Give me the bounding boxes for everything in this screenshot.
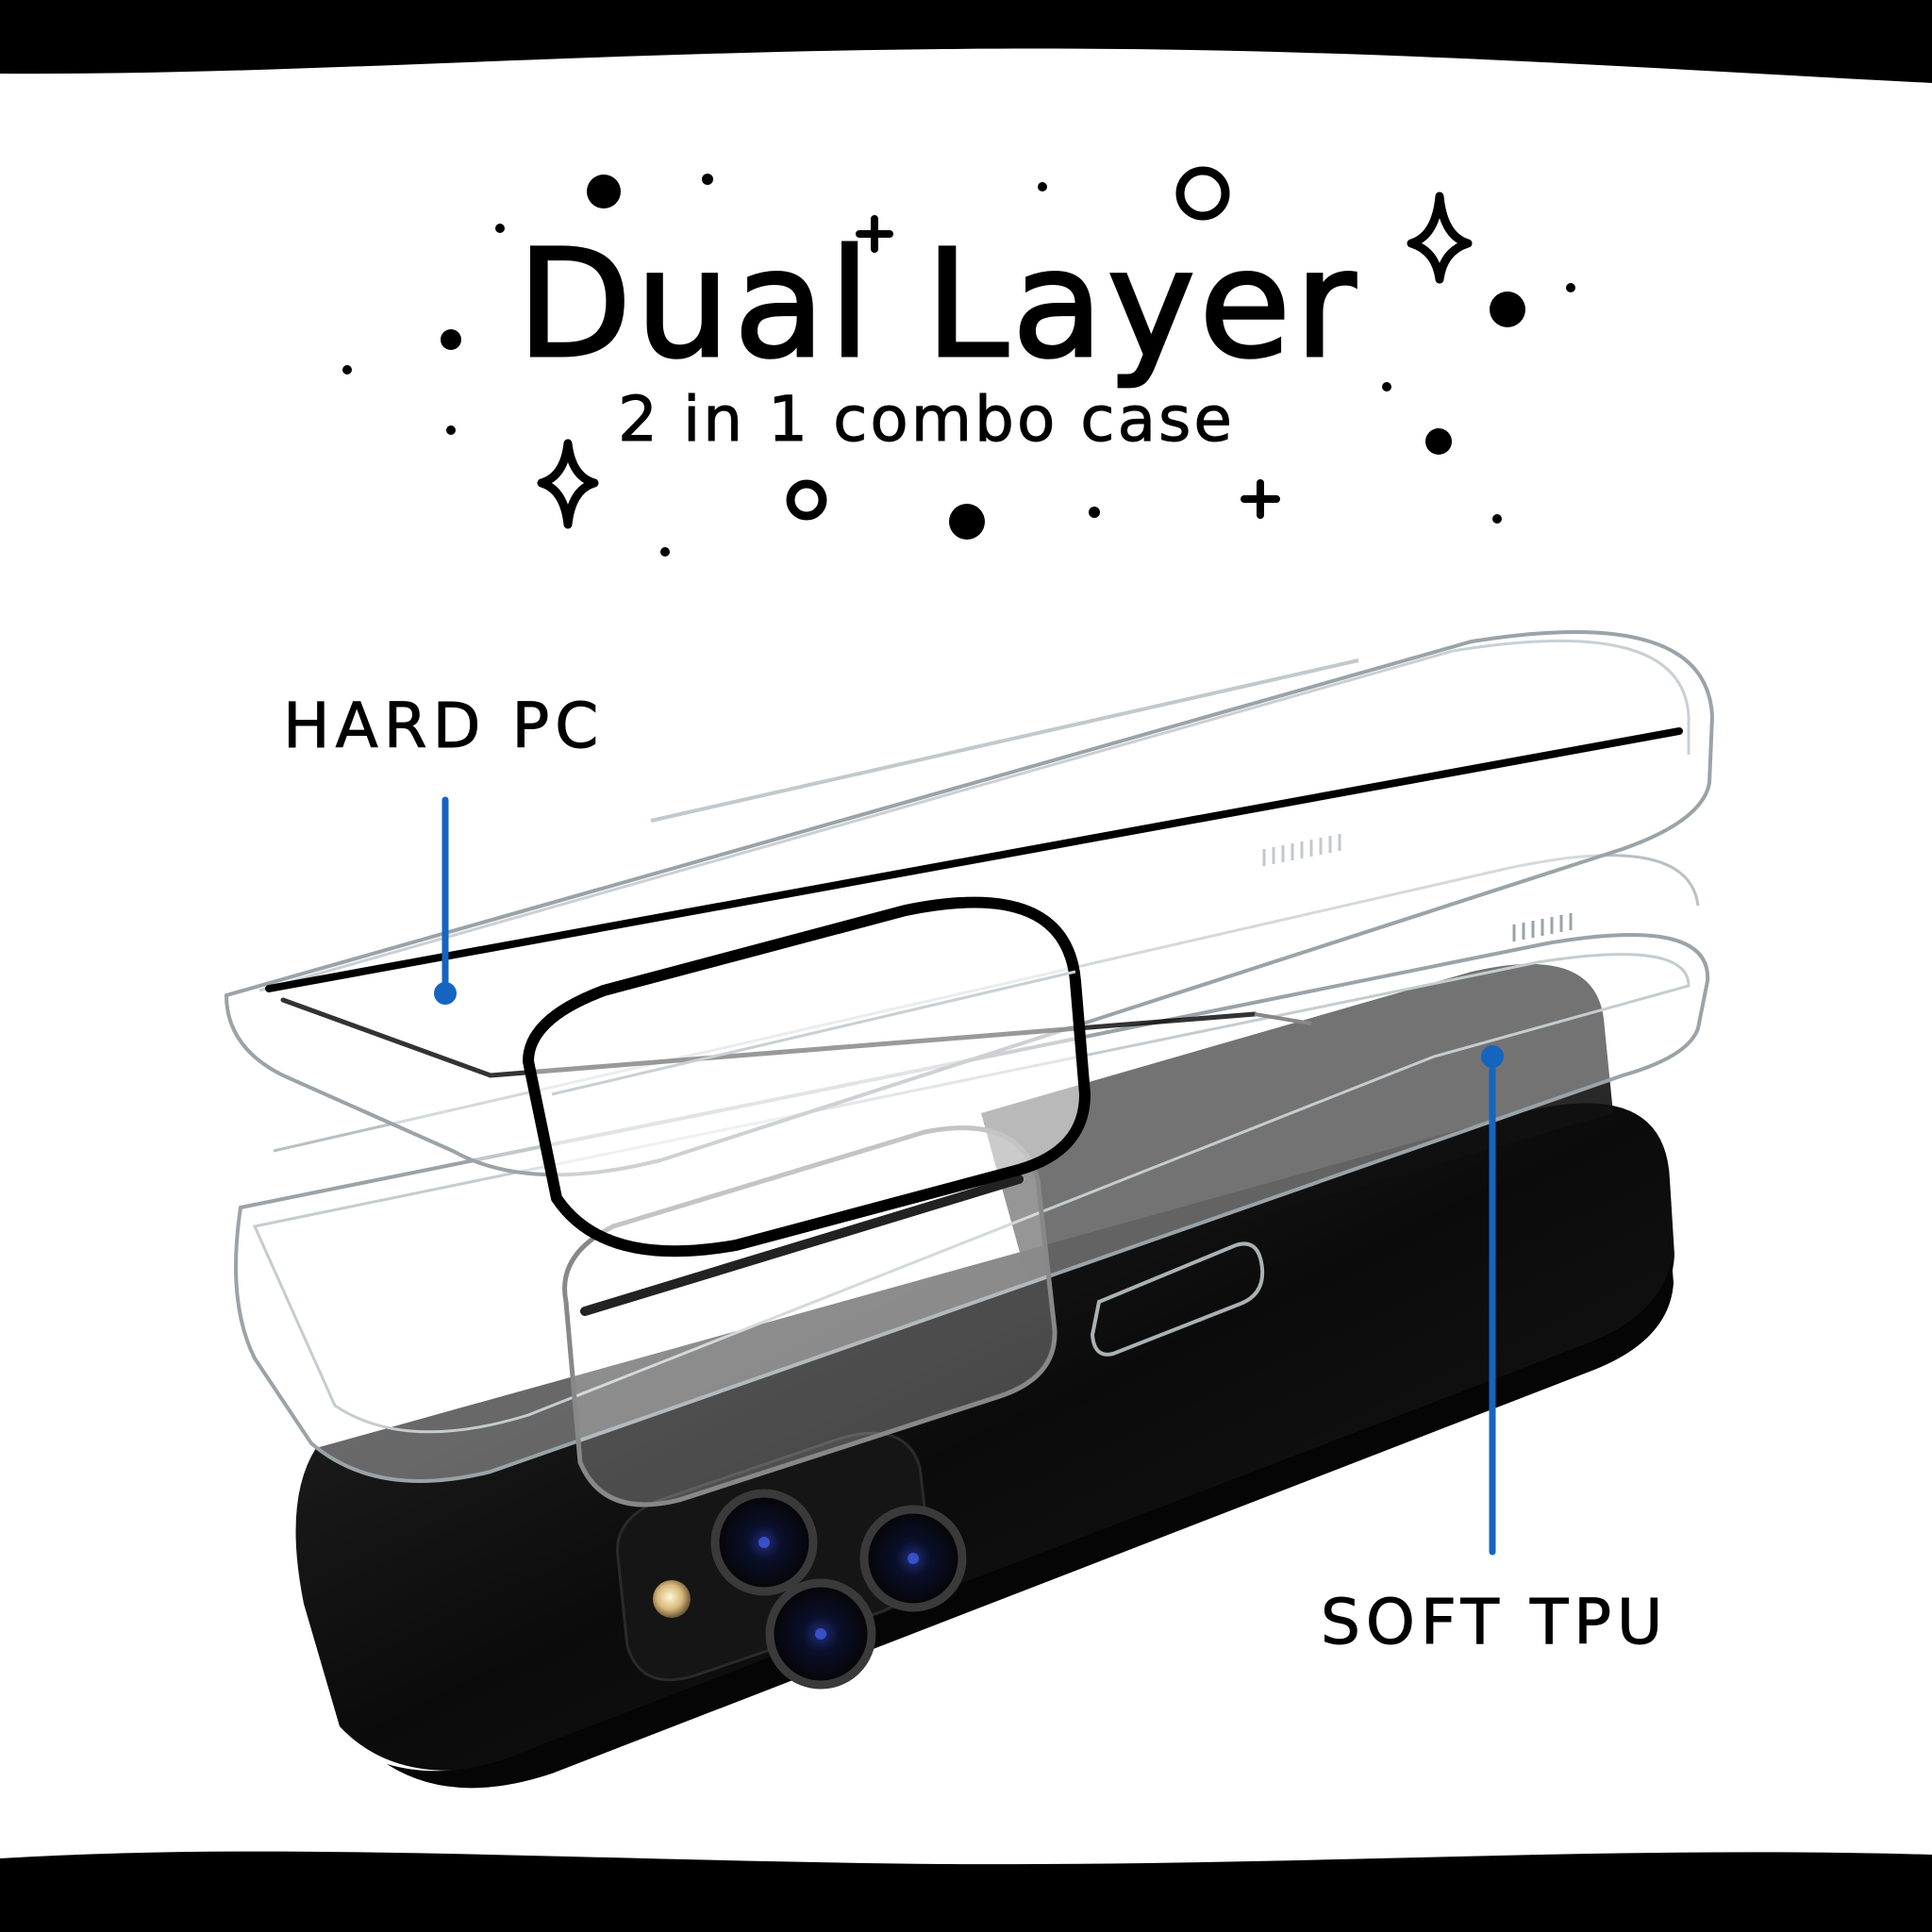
doodle-dot: [1425, 428, 1452, 455]
hard-pc-leader-dot: [434, 982, 457, 1005]
doodle-dot: [660, 547, 670, 557]
doodle-ring: [786, 479, 827, 521]
tpu-grip-texture: [1262, 834, 1573, 941]
doodle-dot: [1038, 182, 1047, 192]
title-subtitle: 2 in 1 combo case: [618, 383, 1236, 457]
hard-pc-label: HARD PC: [282, 690, 605, 763]
soft-tpu-leader-dot: [1481, 1045, 1504, 1068]
doodle-dot: [342, 365, 352, 375]
hard-pc-layer: [224, 630, 1715, 1257]
doodle-sparkle: [1407, 192, 1473, 284]
camera-flash: [653, 1580, 691, 1618]
doodle-ring: [1175, 166, 1230, 221]
doodle-dot: [1566, 283, 1575, 292]
doodle-dot: [1490, 291, 1525, 327]
doodle-dot: [587, 175, 621, 208]
doodle-sparkle: [537, 439, 599, 529]
doodle-dot: [446, 425, 456, 435]
top-wave-border: [0, 0, 1932, 83]
hard-pc-camera-cutout: [522, 896, 1091, 1257]
doodle-dot: [1492, 514, 1502, 524]
soft-tpu-label: SOFT TPU: [1320, 1586, 1669, 1659]
title-block: Dual Layer 2 in 1 combo case: [0, 0, 1932, 566]
bottom-wave-border: [0, 1851, 1932, 1932]
doodle-dot: [949, 504, 985, 540]
doodle-dot: [702, 174, 713, 185]
doodle-plus: [856, 215, 893, 253]
doodle-plus: [1241, 479, 1280, 519]
doodle-dot: [1382, 382, 1391, 391]
doodle-dot: [441, 329, 461, 350]
title-main: Dual Layer: [516, 218, 1360, 391]
tpu-button-cover: [1090, 1241, 1265, 1357]
doodle-dot: [1089, 507, 1100, 518]
callout-leaders: [441, 796, 1496, 1556]
doodle-dot: [495, 224, 505, 233]
